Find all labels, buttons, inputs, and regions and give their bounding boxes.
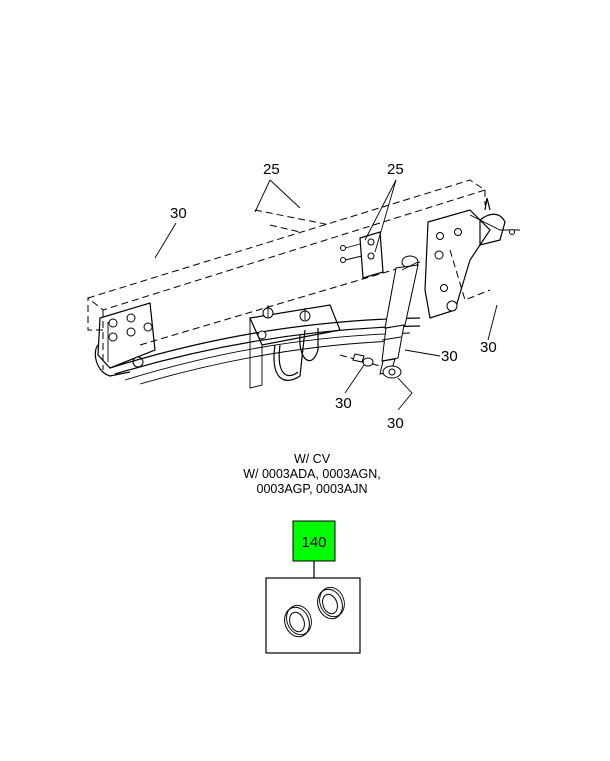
bushing-ring-2 <box>317 586 345 620</box>
bracket-bolts <box>340 231 384 279</box>
leaf-spring <box>109 317 421 385</box>
callout-bracket-right: 30 <box>480 339 497 356</box>
lower-bolt <box>339 353 381 367</box>
callout-lower-bolt: 30 <box>335 395 352 412</box>
rear-bracket-assembly <box>424 197 520 319</box>
shock-absorber <box>379 255 419 379</box>
note-line-1: W/ CV <box>294 452 331 466</box>
note-line-3: 0003AGP, 0003AJN <box>257 482 368 496</box>
callout-lower-bushing: 30 <box>387 415 404 432</box>
callout-frame-rail-left: 30 <box>170 205 187 222</box>
axle-seat-u-bolts <box>249 304 341 389</box>
note-line-2: W/ 0003ADA, 0003AGN, <box>243 467 381 481</box>
callout-bolts-right: 25 <box>387 161 404 178</box>
kit-number-label[interactable]: 140 <box>301 534 326 551</box>
front-spring-hanger <box>94 302 156 377</box>
bushing-ring-1 <box>284 604 312 638</box>
kit-inset-frame <box>265 577 361 654</box>
leader-lines <box>154 179 498 411</box>
callout-shock-absorber: 30 <box>441 348 458 365</box>
callout-bolts-center: 25 <box>263 161 280 178</box>
